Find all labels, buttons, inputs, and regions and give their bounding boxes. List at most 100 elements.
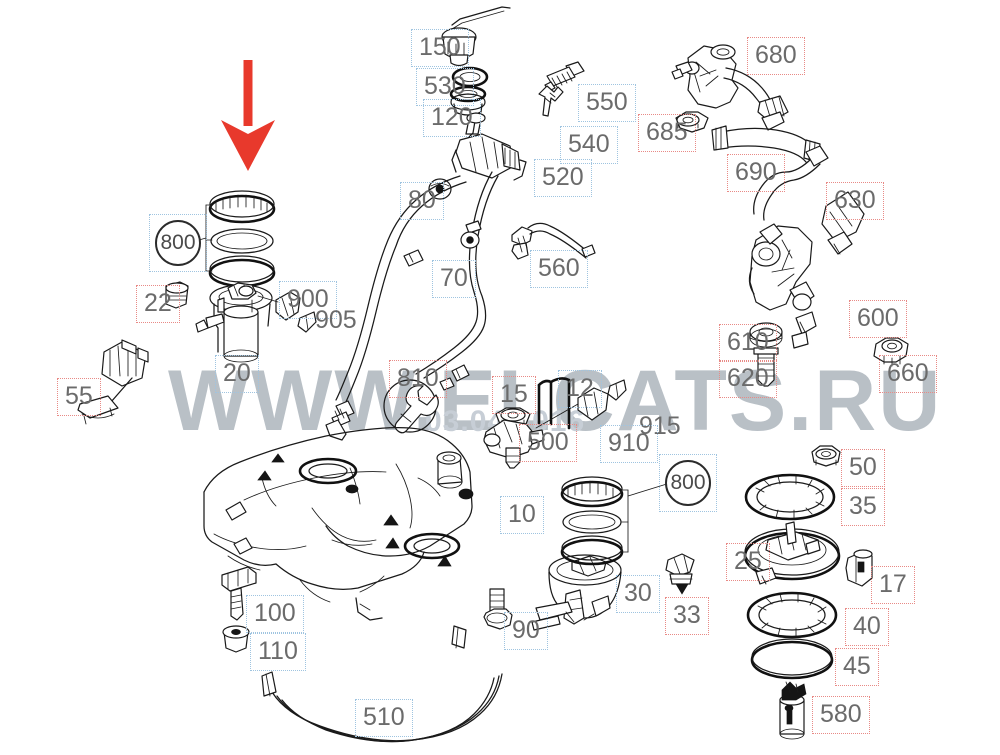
- part-label-text: 550: [586, 88, 628, 116]
- part-10-fuel-tank: [203, 427, 474, 621]
- part-20-fuel-pump-module: [195, 282, 273, 363]
- part-70-fuel-line: [325, 175, 467, 441]
- part-label-text: 685: [646, 118, 688, 146]
- part-90-bolt: [483, 588, 513, 630]
- part-label-110[interactable]: 110: [250, 633, 306, 671]
- part-label-text: 33: [673, 601, 701, 629]
- part-label-text: 15: [500, 380, 528, 408]
- part-label-55[interactable]: 55: [57, 378, 101, 416]
- part-label-620[interactable]: 620: [719, 360, 777, 398]
- part-35-lock-ring: [744, 473, 836, 521]
- part-label-12[interactable]: 12: [558, 370, 602, 408]
- part-label-22[interactable]: 22: [136, 285, 180, 323]
- part-label-610[interactable]: 610: [719, 324, 777, 362]
- part-810-service-symbol: [383, 379, 439, 434]
- part-label-530[interactable]: 530: [416, 68, 474, 106]
- part-label-120[interactable]: 120: [423, 99, 481, 137]
- part-45-o-ring: [750, 638, 834, 680]
- part-label-33[interactable]: 33: [665, 597, 709, 635]
- red-down-arrow: [221, 60, 275, 171]
- part-17-clip: [845, 549, 873, 587]
- part-915-connector: [607, 379, 627, 401]
- part-33-sensor: [665, 553, 695, 595]
- part-800-lock-ring-set-bottom: [560, 476, 671, 566]
- part-label-text: 100: [254, 599, 296, 627]
- part-label-text: 530: [424, 72, 466, 100]
- part-label-810[interactable]: 810: [389, 360, 447, 398]
- part-label-text: 610: [727, 328, 769, 356]
- part-label-text: 110: [258, 637, 298, 665]
- part-label-630[interactable]: 630: [826, 182, 884, 220]
- part-label-600[interactable]: 600: [849, 300, 907, 338]
- part-label-15[interactable]: 15: [492, 376, 536, 414]
- part-150-filler-cap: [441, 6, 511, 67]
- part-label-560[interactable]: 560: [530, 250, 588, 288]
- part-12-wire-clip: [537, 377, 571, 430]
- part-label-50[interactable]: 50: [841, 449, 885, 487]
- part-label-40[interactable]: 40: [845, 608, 889, 646]
- part-label-45[interactable]: 45: [835, 648, 879, 686]
- part-580-canister: [779, 681, 807, 740]
- part-label-text: 20: [223, 359, 251, 387]
- part-label-150[interactable]: 150: [411, 29, 469, 67]
- part-label-25[interactable]: 25: [726, 543, 770, 581]
- part-label-text: 510: [363, 703, 405, 731]
- part-500-pump-head: [483, 419, 545, 469]
- part-label-text: 540: [568, 130, 610, 158]
- part-550-screw: [544, 61, 585, 92]
- part-label-text: 17: [879, 570, 907, 598]
- part-70-fuel-line-2: [415, 171, 499, 391]
- part-900-connector: [257, 291, 301, 321]
- part-label-35[interactable]: 35: [841, 488, 885, 526]
- part-label-90[interactable]: 90: [504, 612, 548, 650]
- callout-number: 800: [670, 471, 706, 494]
- part-label-550[interactable]: 550: [578, 84, 636, 122]
- part-label-500[interactable]: 500: [519, 424, 577, 462]
- part-label-text: 520: [542, 163, 584, 191]
- part-label-540[interactable]: 540: [560, 126, 618, 164]
- part-label-80[interactable]: 80: [400, 182, 444, 220]
- part-label-915[interactable]: 915: [632, 409, 688, 445]
- callout-800-top[interactable]: 800: [155, 220, 201, 266]
- part-label-text: 580: [820, 700, 862, 728]
- part-label-text: 25: [734, 547, 762, 575]
- part-680-valve-assembly: [671, 44, 789, 131]
- part-label-17[interactable]: 17: [871, 566, 915, 604]
- part-80-washer: [428, 178, 452, 200]
- part-label-text: 900: [287, 285, 329, 313]
- part-label-text: 910: [608, 429, 650, 457]
- part-label-text: 12: [566, 374, 594, 402]
- part-label-685[interactable]: 685: [638, 114, 696, 152]
- part-label-30[interactable]: 30: [616, 575, 660, 613]
- part-label-text: 150: [419, 33, 461, 61]
- part-label-text: 80: [408, 186, 436, 214]
- part-label-text: 810: [397, 364, 439, 392]
- part-label-910[interactable]: 910: [600, 425, 658, 463]
- part-22-bush: [165, 281, 189, 309]
- part-label-580[interactable]: 580: [812, 696, 870, 734]
- callout-800-bottom[interactable]: 800: [665, 460, 711, 506]
- part-55-level-sensor: [77, 339, 149, 425]
- part-label-text: 680: [755, 41, 797, 69]
- part-label-520[interactable]: 520: [534, 159, 592, 197]
- part-label-510[interactable]: 510: [355, 699, 413, 737]
- part-label-70[interactable]: 70: [432, 260, 476, 298]
- part-label-20[interactable]: 20: [215, 355, 259, 393]
- part-label-text: 620: [727, 364, 769, 392]
- callout-number: 800: [160, 231, 196, 254]
- part-label-100[interactable]: 100: [246, 595, 304, 633]
- part-label-690[interactable]: 690: [727, 154, 785, 192]
- part-label-10[interactable]: 10: [500, 496, 544, 534]
- part-510-fuel-line-bottom: [261, 625, 503, 743]
- part-label-text: 45: [843, 652, 871, 680]
- part-label-text: 50: [849, 453, 877, 481]
- part-label-905[interactable]: 905: [308, 303, 364, 339]
- callout-highlight-box-800: [659, 454, 717, 512]
- part-label-680[interactable]: 680: [747, 37, 805, 75]
- part-label-660[interactable]: 660: [879, 355, 937, 393]
- part-25-sender-flange: [743, 521, 841, 585]
- part-label-text: 120: [431, 103, 473, 131]
- part-label-text: 55: [65, 382, 93, 410]
- part-label-900[interactable]: 900: [279, 281, 337, 319]
